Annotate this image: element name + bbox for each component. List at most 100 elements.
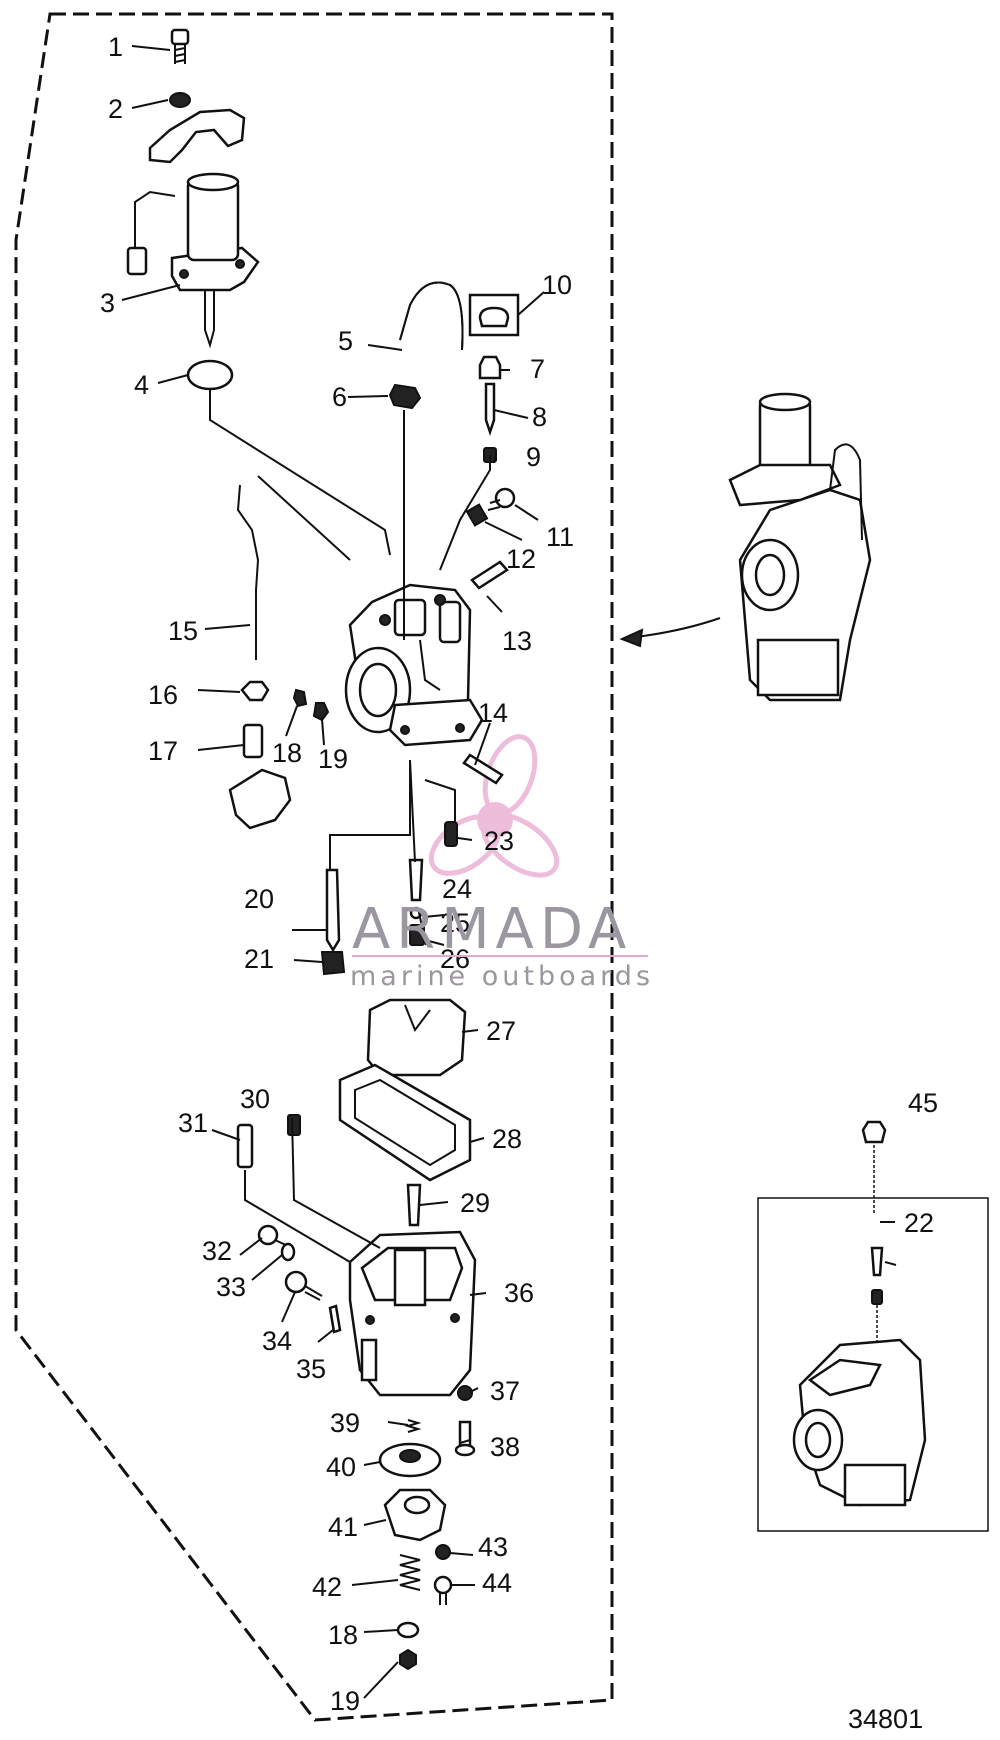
part-18b-washer <box>396 1621 420 1639</box>
callout-25: 25 <box>440 908 470 938</box>
callout-17: 17 <box>148 736 178 766</box>
callout-22: 22 <box>904 1208 934 1238</box>
part-7-cap <box>478 355 502 380</box>
part-11-screw <box>487 487 516 511</box>
callout-13: 13 <box>502 626 532 656</box>
callout-34: 34 <box>262 1326 292 1356</box>
part-37-nut <box>457 1385 473 1401</box>
callout-11: 11 <box>546 522 574 552</box>
callout-15: 15 <box>168 616 198 646</box>
callout-30: 30 <box>240 1084 270 1114</box>
callout-19b: 19 <box>330 1686 360 1716</box>
part-28-gasket <box>338 1063 472 1182</box>
part-13-pin <box>470 560 509 590</box>
callout-38: 38 <box>490 1432 520 1462</box>
part-throttle-lever <box>228 768 292 830</box>
part-31-pin <box>236 1123 254 1169</box>
callout-37: 37 <box>490 1376 520 1406</box>
inset-box <box>757 1197 989 1532</box>
callout-42: 42 <box>312 1572 342 1602</box>
assembly-outline <box>14 12 614 1722</box>
part-34-screw <box>284 1270 323 1301</box>
callout-40: 40 <box>326 1452 356 1482</box>
callout-21: 21 <box>244 944 274 974</box>
part-22-seat <box>871 1289 883 1305</box>
callout-2: 2 <box>108 94 123 124</box>
arrow-head-icon <box>619 628 644 648</box>
callout-7: 7 <box>530 354 545 384</box>
part-41-pump-body <box>383 1488 447 1542</box>
callout-24: 24 <box>442 874 472 904</box>
part-1-screw <box>170 28 190 64</box>
callout-32: 32 <box>202 1236 232 1266</box>
watermark-tagline: marine outboards <box>350 961 654 992</box>
callout-16: 16 <box>148 680 178 710</box>
callout-20: 20 <box>244 884 274 914</box>
callout-41: 41 <box>328 1512 358 1542</box>
part-21-main-jet <box>320 951 346 976</box>
leader-lines <box>121 45 895 1699</box>
part-3-solenoid <box>126 172 260 349</box>
assembled-carburetor-thumbnail <box>728 392 872 702</box>
callout-28: 28 <box>492 1124 522 1154</box>
part-39-spring <box>404 1419 422 1433</box>
part-45-cap <box>861 1120 887 1144</box>
part-18-washer <box>292 688 308 708</box>
part-44-screw <box>433 1575 453 1605</box>
part-33-washer <box>280 1242 296 1262</box>
callout-43: 43 <box>478 1532 508 1562</box>
callout-18b: 18 <box>328 1620 358 1650</box>
callout-45: 45 <box>908 1088 938 1118</box>
callout-33: 33 <box>216 1272 246 1302</box>
part-32-screw <box>257 1224 289 1247</box>
callout-27: 27 <box>486 1016 516 1046</box>
callout-35: 35 <box>296 1354 326 1384</box>
part-6-clamp <box>388 383 422 410</box>
callout-8: 8 <box>532 402 547 432</box>
part-5-hose <box>399 281 464 351</box>
part-38-screw <box>454 1420 476 1457</box>
watermark-propeller-icon <box>428 734 560 878</box>
callout-39: 39 <box>330 1408 360 1438</box>
part-22-needle <box>870 1246 884 1277</box>
callout-36: 36 <box>504 1278 534 1308</box>
part-carburetor-body <box>344 583 484 747</box>
part-20-emulsion-tube <box>325 868 341 953</box>
callout-14: 14 <box>478 698 508 728</box>
callout-19a: 19 <box>318 744 348 774</box>
part-23-jet <box>444 821 458 847</box>
part-35-pin <box>328 1304 342 1334</box>
part-24-jet <box>408 858 424 902</box>
watermark-name: ARMADA <box>352 897 632 962</box>
callout-1: 1 <box>108 32 123 62</box>
part-19-nut <box>312 702 330 722</box>
callout-10: 10 <box>542 270 572 300</box>
part-42-spring <box>399 1554 421 1591</box>
callout-29: 29 <box>460 1188 490 1218</box>
part-16-nut <box>240 680 270 702</box>
callout-6: 6 <box>332 382 347 412</box>
part-4-o-ring <box>186 359 234 391</box>
callout-5: 5 <box>338 326 353 356</box>
part-12-jet <box>465 503 489 527</box>
part-2-nut <box>169 92 191 108</box>
part-8-needle <box>484 382 496 436</box>
part-14-pin <box>462 753 504 785</box>
callout-23: 23 <box>484 826 514 856</box>
part-30-jet <box>287 1114 301 1136</box>
callout-31: 31 <box>178 1108 208 1138</box>
part-36-float-bowl <box>348 1230 477 1397</box>
part-10-cap <box>468 293 520 337</box>
part-19b-nut <box>399 1648 417 1671</box>
part-27-float <box>366 998 467 1077</box>
part-15-rod <box>236 484 260 660</box>
part-bracket <box>148 108 246 164</box>
callout-4: 4 <box>134 370 149 400</box>
inset-carburetor <box>792 1338 927 1507</box>
callout-12: 12 <box>506 544 536 574</box>
callout-3: 3 <box>100 288 115 318</box>
callout-44: 44 <box>482 1568 512 1598</box>
callout-26: 26 <box>440 944 470 974</box>
figure-number: 34801 <box>848 1704 923 1734</box>
